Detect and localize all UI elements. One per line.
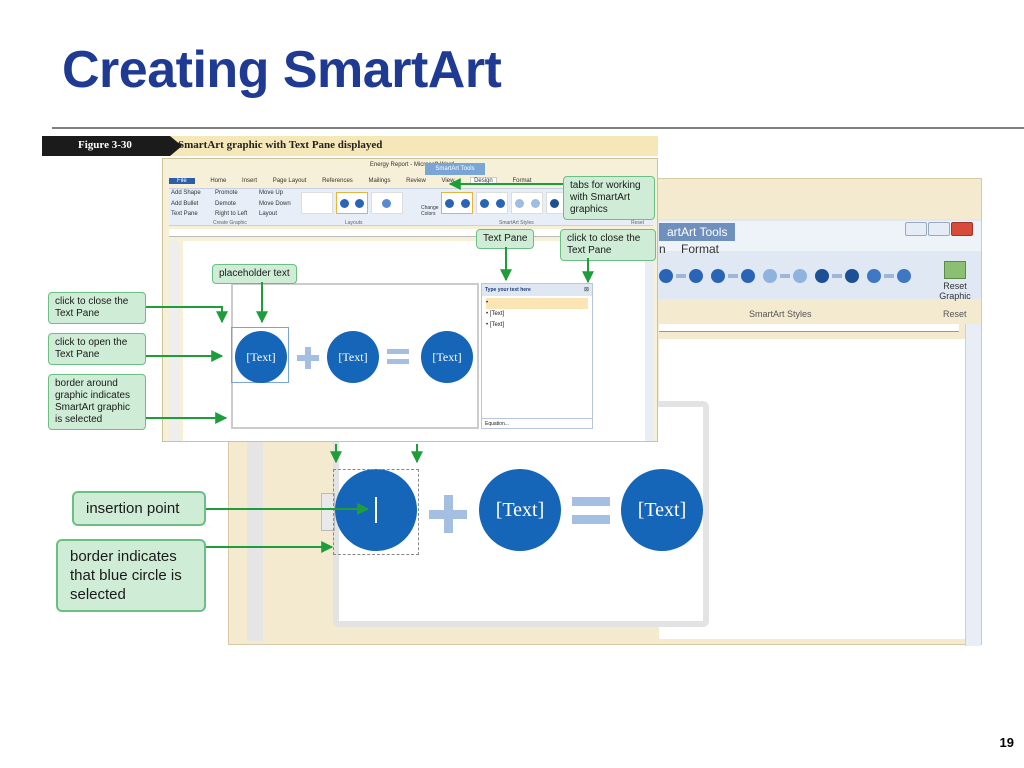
tab-format[interactable]: Format [512,178,532,184]
style-thumb[interactable] [867,261,913,289]
close-icon[interactable]: ⊠ [583,287,589,293]
move-down-button[interactable]: Move Down [259,201,291,207]
add-bullet-button[interactable]: Add Bullet [171,201,199,207]
list-item[interactable]: • [486,298,588,309]
plus-shape-small[interactable] [297,347,319,369]
equals-shape[interactable] [572,497,610,525]
equals-shape-small[interactable] [387,349,409,365]
reset-graphic-icon [944,261,966,279]
back-design-tab-partial[interactable]: n [659,242,666,256]
text-pane[interactable]: Type your text here ⊠ • • [Text] • [Text… [481,283,593,429]
text-pane-bullets: • • [Text] • [Text] [486,298,588,331]
style-thumb[interactable] [763,261,809,289]
page-number: 19 [999,735,1014,750]
tab-home[interactable]: Home [210,178,227,184]
smartart-circle-small-1[interactable]: [Text] [235,331,287,383]
back-smartart-styles-label: SmartArt Styles [749,309,812,319]
tab-file[interactable]: File [169,178,195,184]
callout-text-pane: Text Pane [476,229,535,249]
reset-group-label: Reset [631,220,645,226]
move-up-button[interactable]: Move Up [259,190,284,196]
smartart-circle-small-3[interactable]: [Text] [421,331,473,383]
minimize-button[interactable] [905,222,927,236]
back-reset-group-label: Reset [943,309,967,319]
vertical-ruler [169,241,179,441]
smartart-circle-2[interactable]: [Text] [479,469,561,551]
right-to-left-button[interactable]: Right to Left [215,211,248,217]
tab-review[interactable]: Review [406,178,426,184]
shape-selection-border [333,469,419,555]
callout-insertion-point: insertion point [72,491,206,526]
change-colors-button[interactable]: Change Colors [421,205,439,217]
figure-caption: SmartArt graphic with Text Pane displaye… [178,139,383,151]
back-window-controls [905,222,975,238]
callout-tabs-working: tabs for working with SmartArt graphics [563,176,655,220]
back-smartart-styles-gallery[interactable] [659,261,949,301]
smartart-styles-group-label: SmartArt Styles [499,220,534,226]
back-document-page [659,339,971,639]
slide-title: Creating SmartArt [62,41,502,99]
create-graphic-group-label: Create Graphic [213,220,247,226]
style-thumb[interactable] [441,192,473,214]
style-thumb[interactable] [711,261,757,289]
callout-close-text-pane-top: click to close the Text Pane [560,229,656,261]
tab-page-layout[interactable]: Page Layout [272,178,307,184]
smartart-styles-gallery[interactable] [441,192,581,218]
style-thumb[interactable] [815,261,861,289]
callout-border-blue-circle: border indicates that blue circle is sel… [56,539,206,612]
add-shape-button[interactable]: Add Shape [171,190,201,196]
back-vertical-scrollbar[interactable] [965,324,981,646]
text-pane-header: Type your text here [482,284,592,296]
tab-insert[interactable]: Insert [242,178,258,184]
layout-thumb[interactable] [371,192,403,214]
tab-references[interactable]: References [322,178,353,184]
figure-label: Figure 3-30 [42,136,182,156]
horizontal-ruler [169,229,653,237]
demote-button[interactable]: Demote [215,201,237,207]
callout-placeholder-text: placeholder text [212,264,297,284]
smartart-circle-small-2[interactable]: [Text] [327,331,379,383]
reset-graphic-button[interactable]: Reset Graphic [935,261,975,301]
list-item[interactable]: • [Text] [486,322,505,328]
figure-bar [42,136,658,156]
window-title: Energy Report - Microsoft Word [369,162,455,168]
ribbon-tabs: File Home Insert Page Layout References … [169,177,653,187]
callout-border-around: border around graphic indicates SmartArt… [48,374,146,430]
back-ruler [659,324,959,332]
text-pane-button[interactable]: Text Pane [171,211,198,217]
reset-graphic-label: Reset Graphic [939,281,971,301]
style-thumb[interactable] [476,192,508,214]
plus-shape[interactable] [429,495,467,533]
back-format-tab[interactable]: Format [681,242,720,256]
tab-view[interactable]: View [441,178,455,184]
smartart-circle-3[interactable]: [Text] [621,469,703,551]
back-vertical-ruler [247,441,263,641]
vertical-scrollbar[interactable] [645,241,653,441]
promote-button[interactable]: Promote [215,190,238,196]
style-thumb[interactable] [511,192,543,214]
layout-thumb[interactable] [301,192,333,214]
insertion-point-cursor [375,497,377,523]
callout-close-text-pane-left: click to close the Text Pane [48,292,146,324]
title-divider [52,127,1024,129]
tab-design[interactable]: Design [470,177,497,185]
text-pane-footer[interactable]: Equation... [482,418,592,428]
close-button[interactable] [951,222,973,236]
layout-thumb[interactable] [336,192,368,214]
list-item[interactable]: • [Text] [486,311,505,317]
text-pane-toggle[interactable] [321,493,335,531]
layouts-gallery[interactable] [301,192,411,218]
layout-button[interactable]: Layout [259,211,278,217]
style-thumb[interactable] [659,261,705,289]
tab-mailings[interactable]: Mailings [368,178,391,184]
callout-open-text-pane: click to open the Text Pane [48,333,146,365]
layouts-group-label: Layouts [345,220,363,226]
smartart-tools-tab[interactable]: SmartArt Tools [425,163,485,175]
restore-button[interactable] [928,222,950,236]
back-smartart-tools-tab[interactable]: artArt Tools [659,223,736,241]
